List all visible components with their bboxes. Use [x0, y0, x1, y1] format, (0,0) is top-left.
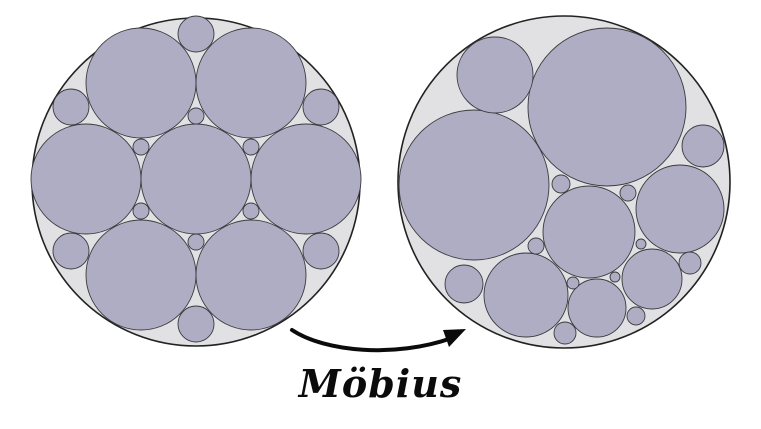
right-small-circle — [678, 251, 702, 275]
left-large-circle — [85, 27, 197, 139]
right-large-circle — [398, 109, 550, 261]
right-medium-circle — [635, 164, 725, 254]
left-large-circle — [140, 123, 252, 235]
right-small-circle — [553, 321, 577, 345]
right-small-circle — [566, 276, 580, 290]
left-circle-packing — [30, 15, 362, 347]
right-medium-circle — [567, 278, 627, 338]
left-small-circle — [132, 202, 150, 220]
left-large-circle — [250, 123, 362, 235]
mobius-caption: Möbius — [298, 361, 463, 406]
right-medium-circle — [456, 36, 534, 114]
right-large-circle — [527, 27, 687, 187]
right-medium-circle — [483, 252, 569, 338]
left-medium-circle — [52, 232, 90, 270]
left-large-circle — [85, 219, 197, 331]
right-small-circle — [551, 174, 571, 194]
left-small-circle — [242, 202, 260, 220]
curved-right-arrow-icon — [290, 328, 466, 353]
right-circle-packing — [397, 15, 731, 349]
left-medium-circle — [177, 305, 215, 343]
right-medium-circle — [621, 248, 683, 310]
right-medium-circle — [542, 185, 636, 279]
right-small-circle — [635, 238, 647, 250]
right-small-circle — [619, 184, 637, 202]
left-small-circle — [187, 107, 205, 125]
left-medium-circle — [302, 88, 340, 126]
left-large-circle — [30, 123, 142, 235]
left-medium-circle — [177, 15, 215, 53]
left-small-circle — [242, 138, 260, 156]
left-small-circle — [187, 233, 205, 251]
right-small-circle — [626, 306, 646, 326]
right-small-circle — [681, 124, 725, 168]
right-small-circle — [609, 271, 621, 283]
right-small-circle — [444, 264, 484, 304]
left-large-circle — [195, 219, 307, 331]
left-medium-circle — [302, 232, 340, 270]
left-large-circle — [195, 27, 307, 139]
left-small-circle — [132, 138, 150, 156]
right-small-circle — [527, 237, 545, 255]
left-medium-circle — [52, 88, 90, 126]
